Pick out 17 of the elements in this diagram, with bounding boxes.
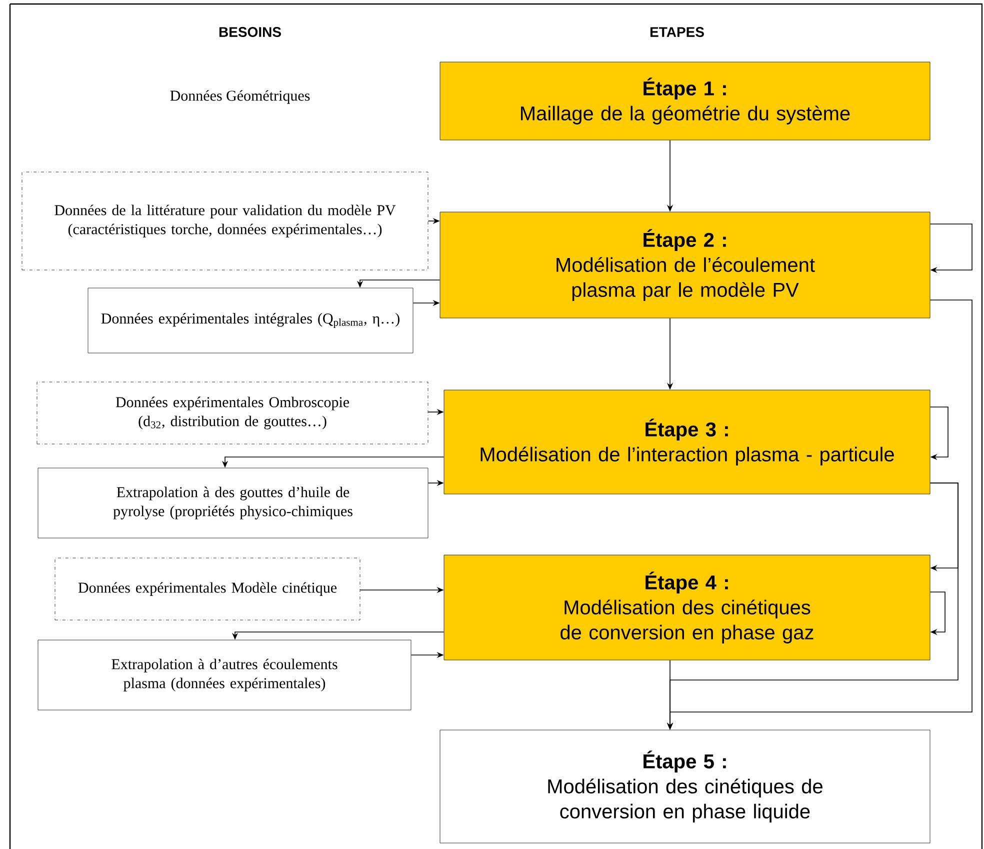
arrow (930, 406, 948, 460)
step-box: Étape 5 : Modélisation des cinétiques de conversion en phase liquide (440, 730, 930, 844)
column-header: ETAPES (650, 27, 704, 37)
arrow (930, 224, 972, 274)
arrow (930, 592, 946, 636)
data-box: Données expérimentales intégrales (Q$_{plasma}$, η…) (88, 288, 414, 354)
column-header: BESOINS (219, 27, 281, 37)
step-box: Étape 1 : Maillage de la géométrie du système (440, 62, 930, 140)
step-box: Étape 3 : Modélisation de l’interaction plasma - particule (444, 390, 930, 494)
data-box-dashed: Données de la littérature pour validation du modèle PV (caractéristiques torche, données expérimentales…) (22, 172, 428, 270)
data-box: Extrapolation à des gouttes d’huile de pyrolyse (propriétés physico-chimiques (38, 468, 428, 538)
step-box: Étape 4 : Modélisation des cinétiques de conversion en phase gaz (444, 554, 930, 660)
input-text: Données Géométriques (170, 90, 310, 104)
step-box: Étape 2 : Modélisation de l’écoulement plasma par le modèle PV (440, 212, 930, 318)
data-box: Extrapolation à d’autres écoulements plasma (données expérimentales) (38, 640, 412, 710)
data-box-dashed: Données expérimentales Ombroscopie (d$_{32}$, distribution de gouttes…) (36, 382, 428, 444)
data-box-dashed: Données expérimentales Modèle cinétique (54, 558, 360, 620)
